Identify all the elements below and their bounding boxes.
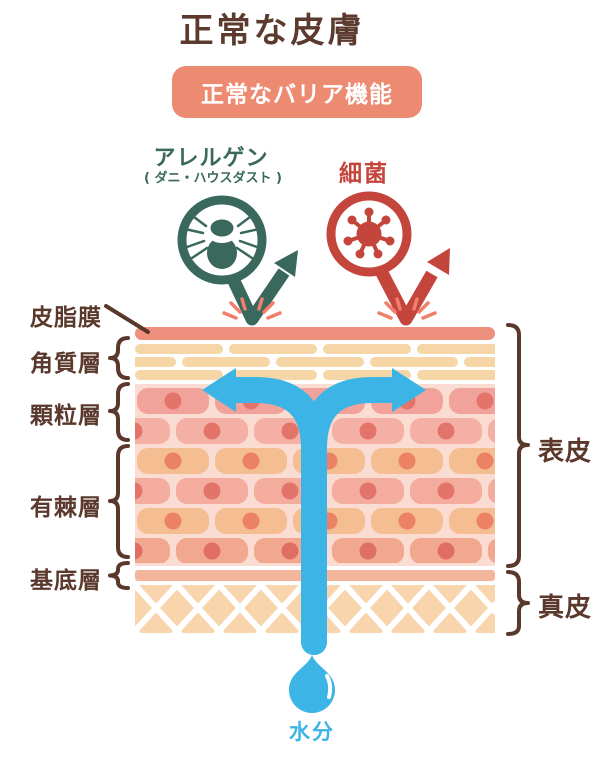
granular-brace bbox=[108, 382, 130, 442]
mite-icon bbox=[177, 195, 267, 285]
epidermis-label: 表皮 bbox=[538, 437, 593, 467]
droplet-highlight bbox=[325, 674, 333, 699]
allergen-sublabel: ( ダニ・ハウスダスト ) bbox=[144, 171, 282, 186]
sebum-film-label: 皮脂膜 bbox=[30, 305, 102, 331]
page-title: 正常な皮膚 bbox=[179, 11, 365, 51]
moisture-label: 水分 bbox=[289, 720, 335, 744]
label-braces bbox=[104, 304, 530, 636]
dermis-label: 真皮 bbox=[538, 593, 593, 623]
spinous-layer-label: 有棘層 bbox=[30, 495, 102, 521]
epidermis-brace bbox=[506, 323, 530, 568]
granular-layer-label: 顆粒層 bbox=[30, 403, 102, 429]
dermis-brace bbox=[506, 570, 530, 636]
bacteria-bounce-arrow bbox=[375, 248, 450, 326]
stratum-corneum-label: 角質層 bbox=[30, 351, 102, 377]
barrier-function-badge: 正常なバリア機能 bbox=[172, 66, 422, 118]
stratum-corneum-layer bbox=[135, 343, 495, 381]
bacteria-label: 細菌 bbox=[339, 161, 389, 187]
impact-marks bbox=[222, 297, 437, 320]
basal-brace bbox=[108, 561, 130, 590]
basal-layer-label: 基底層 bbox=[30, 568, 102, 594]
sebum-pointer-line bbox=[104, 304, 150, 334]
virus-icon bbox=[326, 191, 412, 277]
arrowhead-left bbox=[202, 368, 236, 412]
allergen-label: アレルゲン bbox=[153, 146, 269, 171]
spinous-brace bbox=[108, 444, 130, 559]
moisture-arrow bbox=[202, 368, 426, 655]
water-drop-icon bbox=[289, 655, 335, 713]
arrowhead-right bbox=[392, 368, 426, 412]
allergen-bounce-arrow bbox=[228, 250, 298, 326]
sebum-film-bar bbox=[135, 327, 495, 340]
stratum-brace bbox=[108, 336, 130, 380]
